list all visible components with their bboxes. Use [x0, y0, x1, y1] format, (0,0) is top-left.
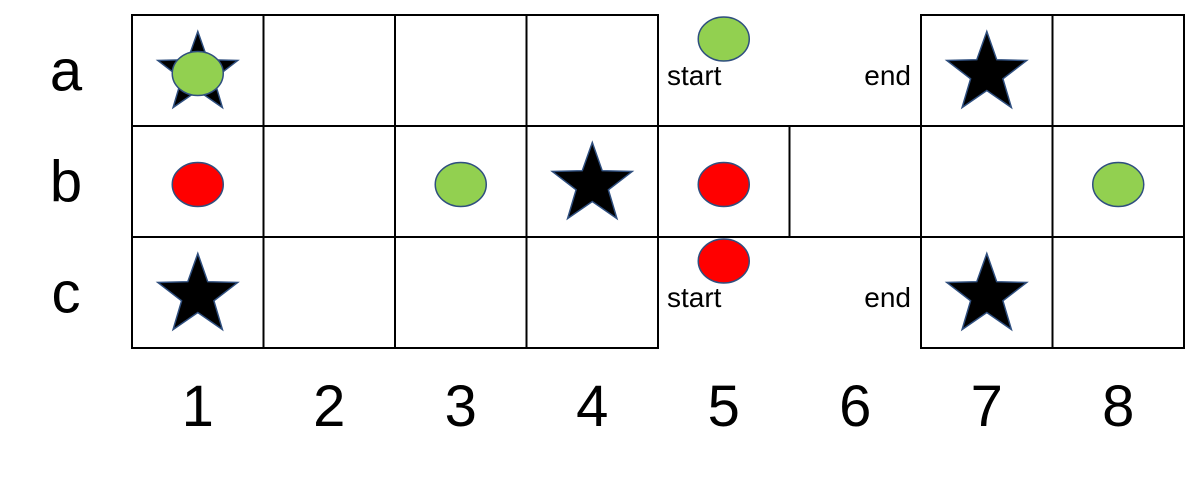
red-circle-icon	[697, 238, 750, 284]
column-label-7: 7	[971, 374, 1003, 439]
star-icon	[550, 140, 635, 221]
column-label-3: 3	[445, 374, 477, 439]
grid-cell-a3	[394, 14, 528, 127]
grid-cell-a2	[262, 14, 396, 127]
row-label-a: a	[50, 39, 83, 104]
grid-cell-c2	[262, 236, 396, 349]
green-circle-icon	[171, 50, 224, 97]
column-label-4: 4	[576, 374, 608, 439]
green-circle-icon	[697, 16, 750, 62]
end-label: end	[864, 282, 911, 313]
column-label-2: 2	[313, 374, 345, 439]
grid-cell-b6	[788, 125, 922, 238]
grid-cell-c8	[1051, 236, 1185, 349]
column-label-1: 1	[182, 374, 214, 439]
column-label-6: 6	[839, 374, 871, 439]
pieces-layer	[155, 16, 1145, 332]
grid-cell-a4	[525, 14, 659, 127]
green-circle-icon	[434, 161, 487, 208]
star-icon	[944, 251, 1029, 332]
red-circle-icon	[171, 161, 224, 208]
start-label: start	[667, 282, 722, 313]
red-circle-icon	[697, 161, 750, 208]
green-circle-icon	[1092, 161, 1145, 208]
column-label-5: 5	[708, 374, 740, 439]
start-label: start	[667, 60, 722, 91]
grid-cell-b2	[262, 125, 396, 238]
grid-cell-a8	[1051, 14, 1185, 127]
grid-cell-c4	[525, 236, 659, 349]
star-icon	[155, 251, 240, 332]
star-icon	[944, 29, 1029, 110]
grid-cell-b7	[920, 125, 1054, 238]
grid-cell-c3	[394, 236, 528, 349]
column-label-8: 8	[1102, 374, 1134, 439]
cells-layer	[131, 14, 1185, 349]
row-label-c: c	[52, 261, 81, 326]
cell-texts-layer: start end start end	[667, 60, 911, 313]
row-label-b: b	[50, 150, 82, 215]
end-label: end	[864, 60, 911, 91]
labels-layer: abc 1 2 3 4 5 6 7 8	[50, 39, 1135, 440]
